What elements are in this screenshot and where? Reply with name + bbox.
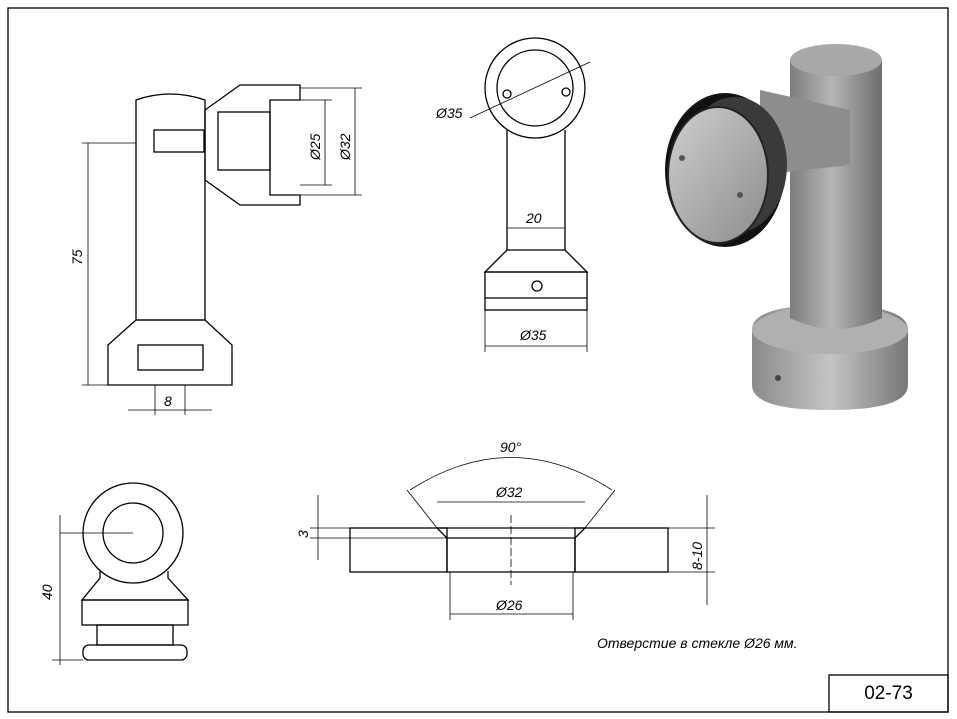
- drawing-frame: [7, 7, 949, 713]
- glass-detail: [310, 457, 715, 620]
- front-view: [469, 37, 591, 352]
- dim-d25: Ø25: [307, 133, 323, 161]
- side-view: [52, 482, 190, 665]
- dim-offset-8: 8: [164, 393, 172, 409]
- dim-stem-20: 20: [525, 210, 542, 226]
- dim-depth-3: 3: [295, 530, 311, 538]
- dim-height-40: 40: [39, 584, 55, 600]
- drawing-code: 02-73: [864, 682, 913, 704]
- section-view: [82, 84, 362, 415]
- glass-hole-caption: Отверстие в стекле Ø26 мм.: [597, 635, 798, 651]
- dim-base-d35: Ø35: [519, 327, 547, 343]
- title-block: [828, 674, 949, 713]
- dim-angle-90: 90°: [500, 439, 522, 455]
- dim-height-75: 75: [69, 249, 85, 265]
- dim-d32: Ø32: [337, 133, 353, 161]
- dim-glass-8-10: 8-10: [689, 542, 705, 570]
- dim-head-d35: Ø35: [435, 105, 463, 121]
- dim-countersink-d32: Ø32: [495, 484, 523, 500]
- render-3d: [665, 44, 908, 410]
- dim-hole-d26: Ø26: [495, 597, 523, 613]
